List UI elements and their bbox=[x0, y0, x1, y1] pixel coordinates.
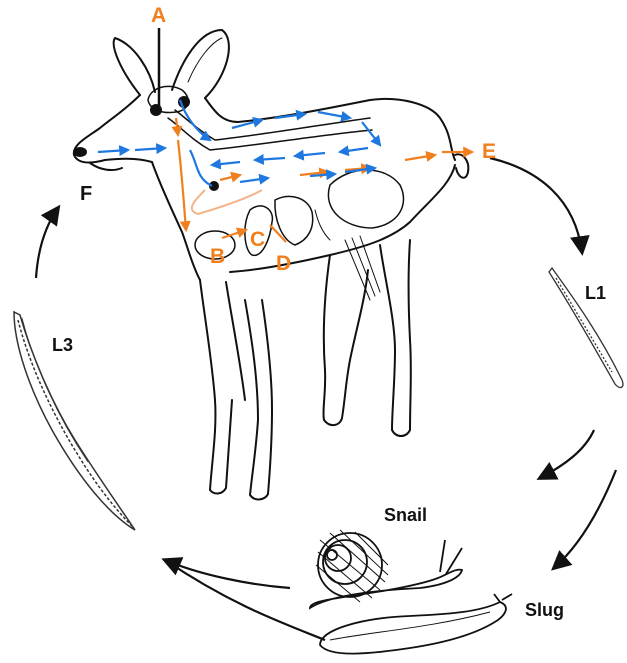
label-b: B bbox=[210, 245, 225, 269]
deer-hind-leg-1 bbox=[323, 255, 368, 425]
label-e: E bbox=[482, 140, 496, 164]
larva-l3 bbox=[14, 312, 135, 530]
pale-path bbox=[192, 190, 262, 214]
deer-neck-front bbox=[152, 162, 200, 280]
arrow-l3-to-f bbox=[36, 208, 58, 278]
label-l3: L3 bbox=[52, 335, 73, 356]
label-c: C bbox=[250, 228, 265, 252]
label-snail: Snail bbox=[384, 505, 427, 526]
blue-migration-path bbox=[98, 100, 380, 186]
deer-tail bbox=[455, 154, 468, 177]
arrow-e-to-l1 bbox=[490, 158, 582, 252]
deer-stomach bbox=[328, 170, 403, 228]
arrow-slug-to-l3 bbox=[165, 560, 325, 640]
label-d: D bbox=[276, 252, 291, 276]
label-a: A bbox=[151, 4, 166, 28]
label-l1: L1 bbox=[585, 283, 606, 304]
deer-hind-leg-2 bbox=[380, 240, 411, 436]
deer-nose bbox=[74, 148, 86, 156]
deer-front-leg-1 bbox=[200, 280, 232, 494]
arrow-snail-to-l3 bbox=[165, 560, 290, 588]
snail-body bbox=[310, 570, 462, 608]
deer-left-ear bbox=[114, 38, 155, 95]
label-slug: Slug bbox=[525, 600, 564, 621]
deer-back bbox=[205, 98, 455, 160]
arrow-l1-to-snail-2 bbox=[554, 470, 616, 568]
arrow-l1-to-snail-1 bbox=[540, 430, 594, 478]
slug-illustration bbox=[320, 594, 512, 654]
label-f: F bbox=[80, 183, 92, 206]
snail-illustration bbox=[310, 530, 462, 608]
cycle-arrows bbox=[36, 158, 616, 640]
orange-migration-path bbox=[176, 118, 472, 242]
deer-right-ear bbox=[172, 30, 229, 98]
deer-front-leg-2 bbox=[245, 300, 272, 499]
deer-illustration bbox=[74, 30, 469, 499]
